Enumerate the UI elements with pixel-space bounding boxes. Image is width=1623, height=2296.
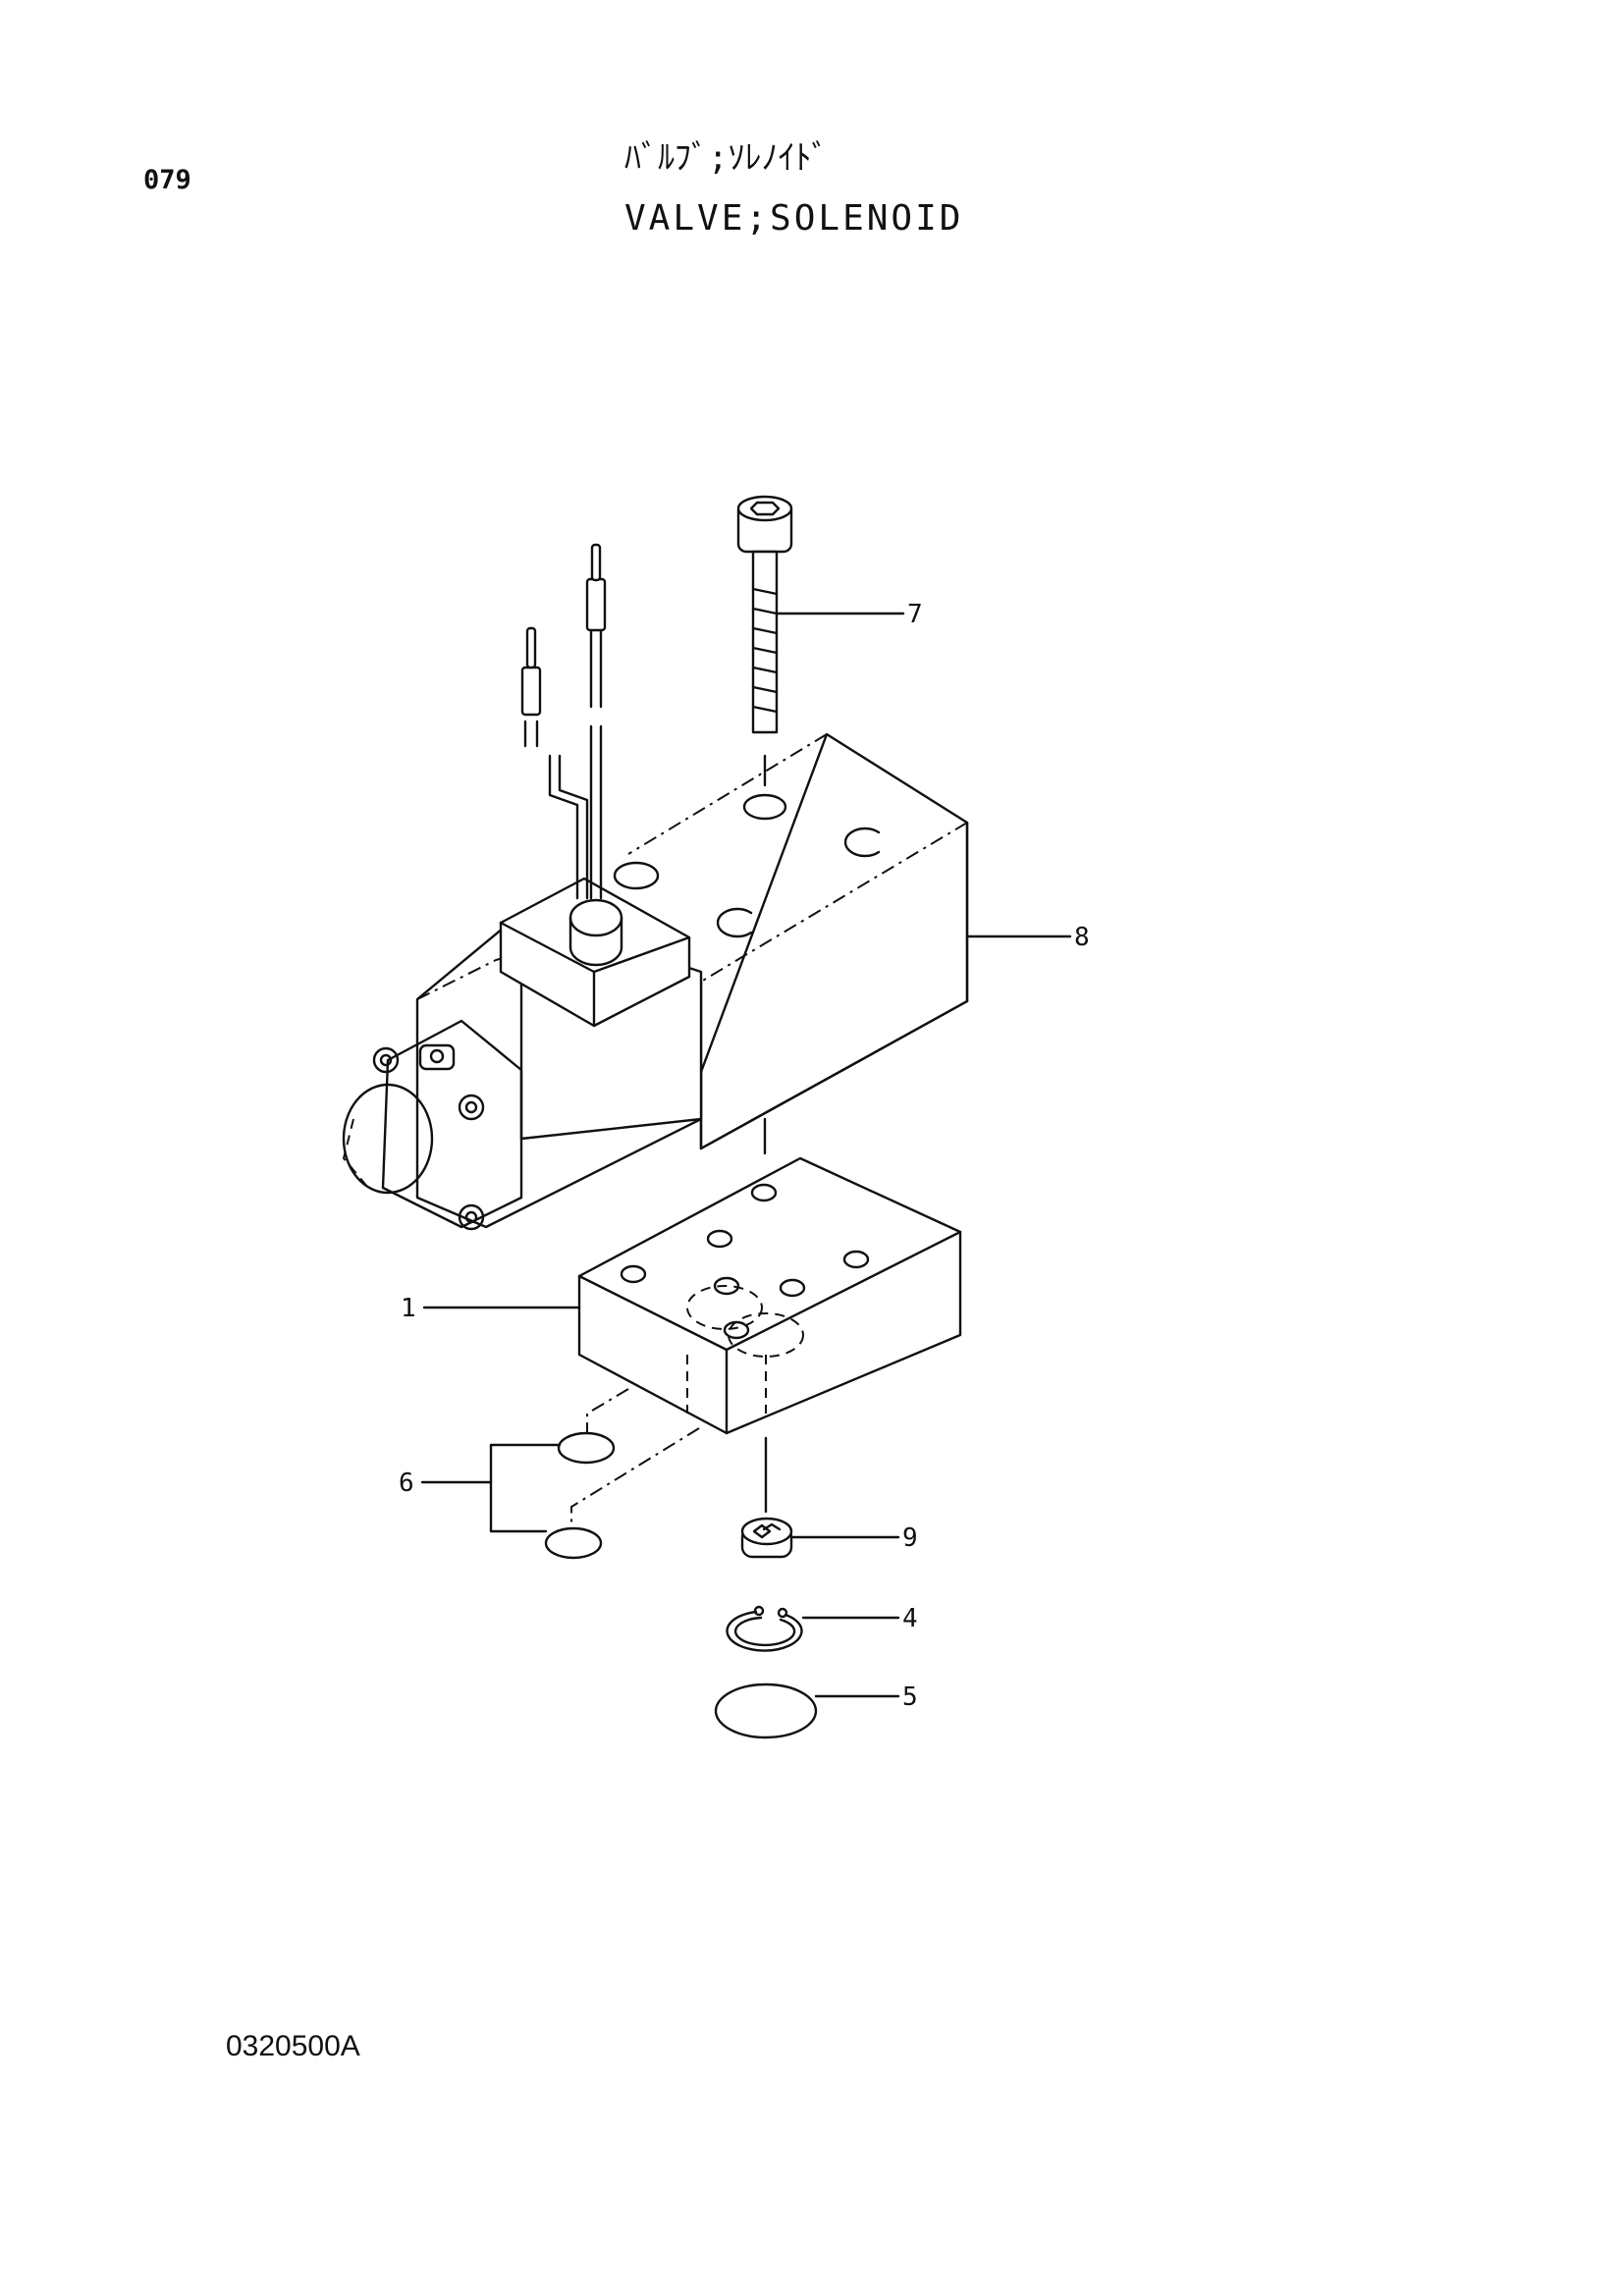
socket-bolt-part-7 xyxy=(736,495,793,787)
drawing-code: 0320500A xyxy=(226,2030,360,2062)
connector-housing xyxy=(499,877,691,1028)
callout-6: 6 xyxy=(399,1468,414,1498)
title-japanese: ﾊﾞﾙﾌﾞ;ｿﾚﾉｲﾄﾞ xyxy=(624,138,829,178)
callout-7: 7 xyxy=(907,600,923,629)
callout-1: 1 xyxy=(401,1294,416,1323)
callout-8: 8 xyxy=(1074,923,1090,952)
title-english: VALVE;SOLENOID xyxy=(624,198,964,239)
plug-part-9 xyxy=(740,1436,793,1559)
callout-4: 4 xyxy=(902,1604,918,1633)
page-number: 079 xyxy=(143,165,191,195)
o-rings-part-6 xyxy=(544,1388,700,1560)
sub-plate-part-1 xyxy=(577,1117,962,1435)
o-ring-part-5 xyxy=(714,1682,818,1739)
snap-ring-part-4 xyxy=(726,1605,803,1652)
callout-9: 9 xyxy=(902,1523,918,1553)
lead-wires xyxy=(520,543,607,900)
leader-lines xyxy=(420,612,1072,1698)
callout-5: 5 xyxy=(902,1682,918,1712)
